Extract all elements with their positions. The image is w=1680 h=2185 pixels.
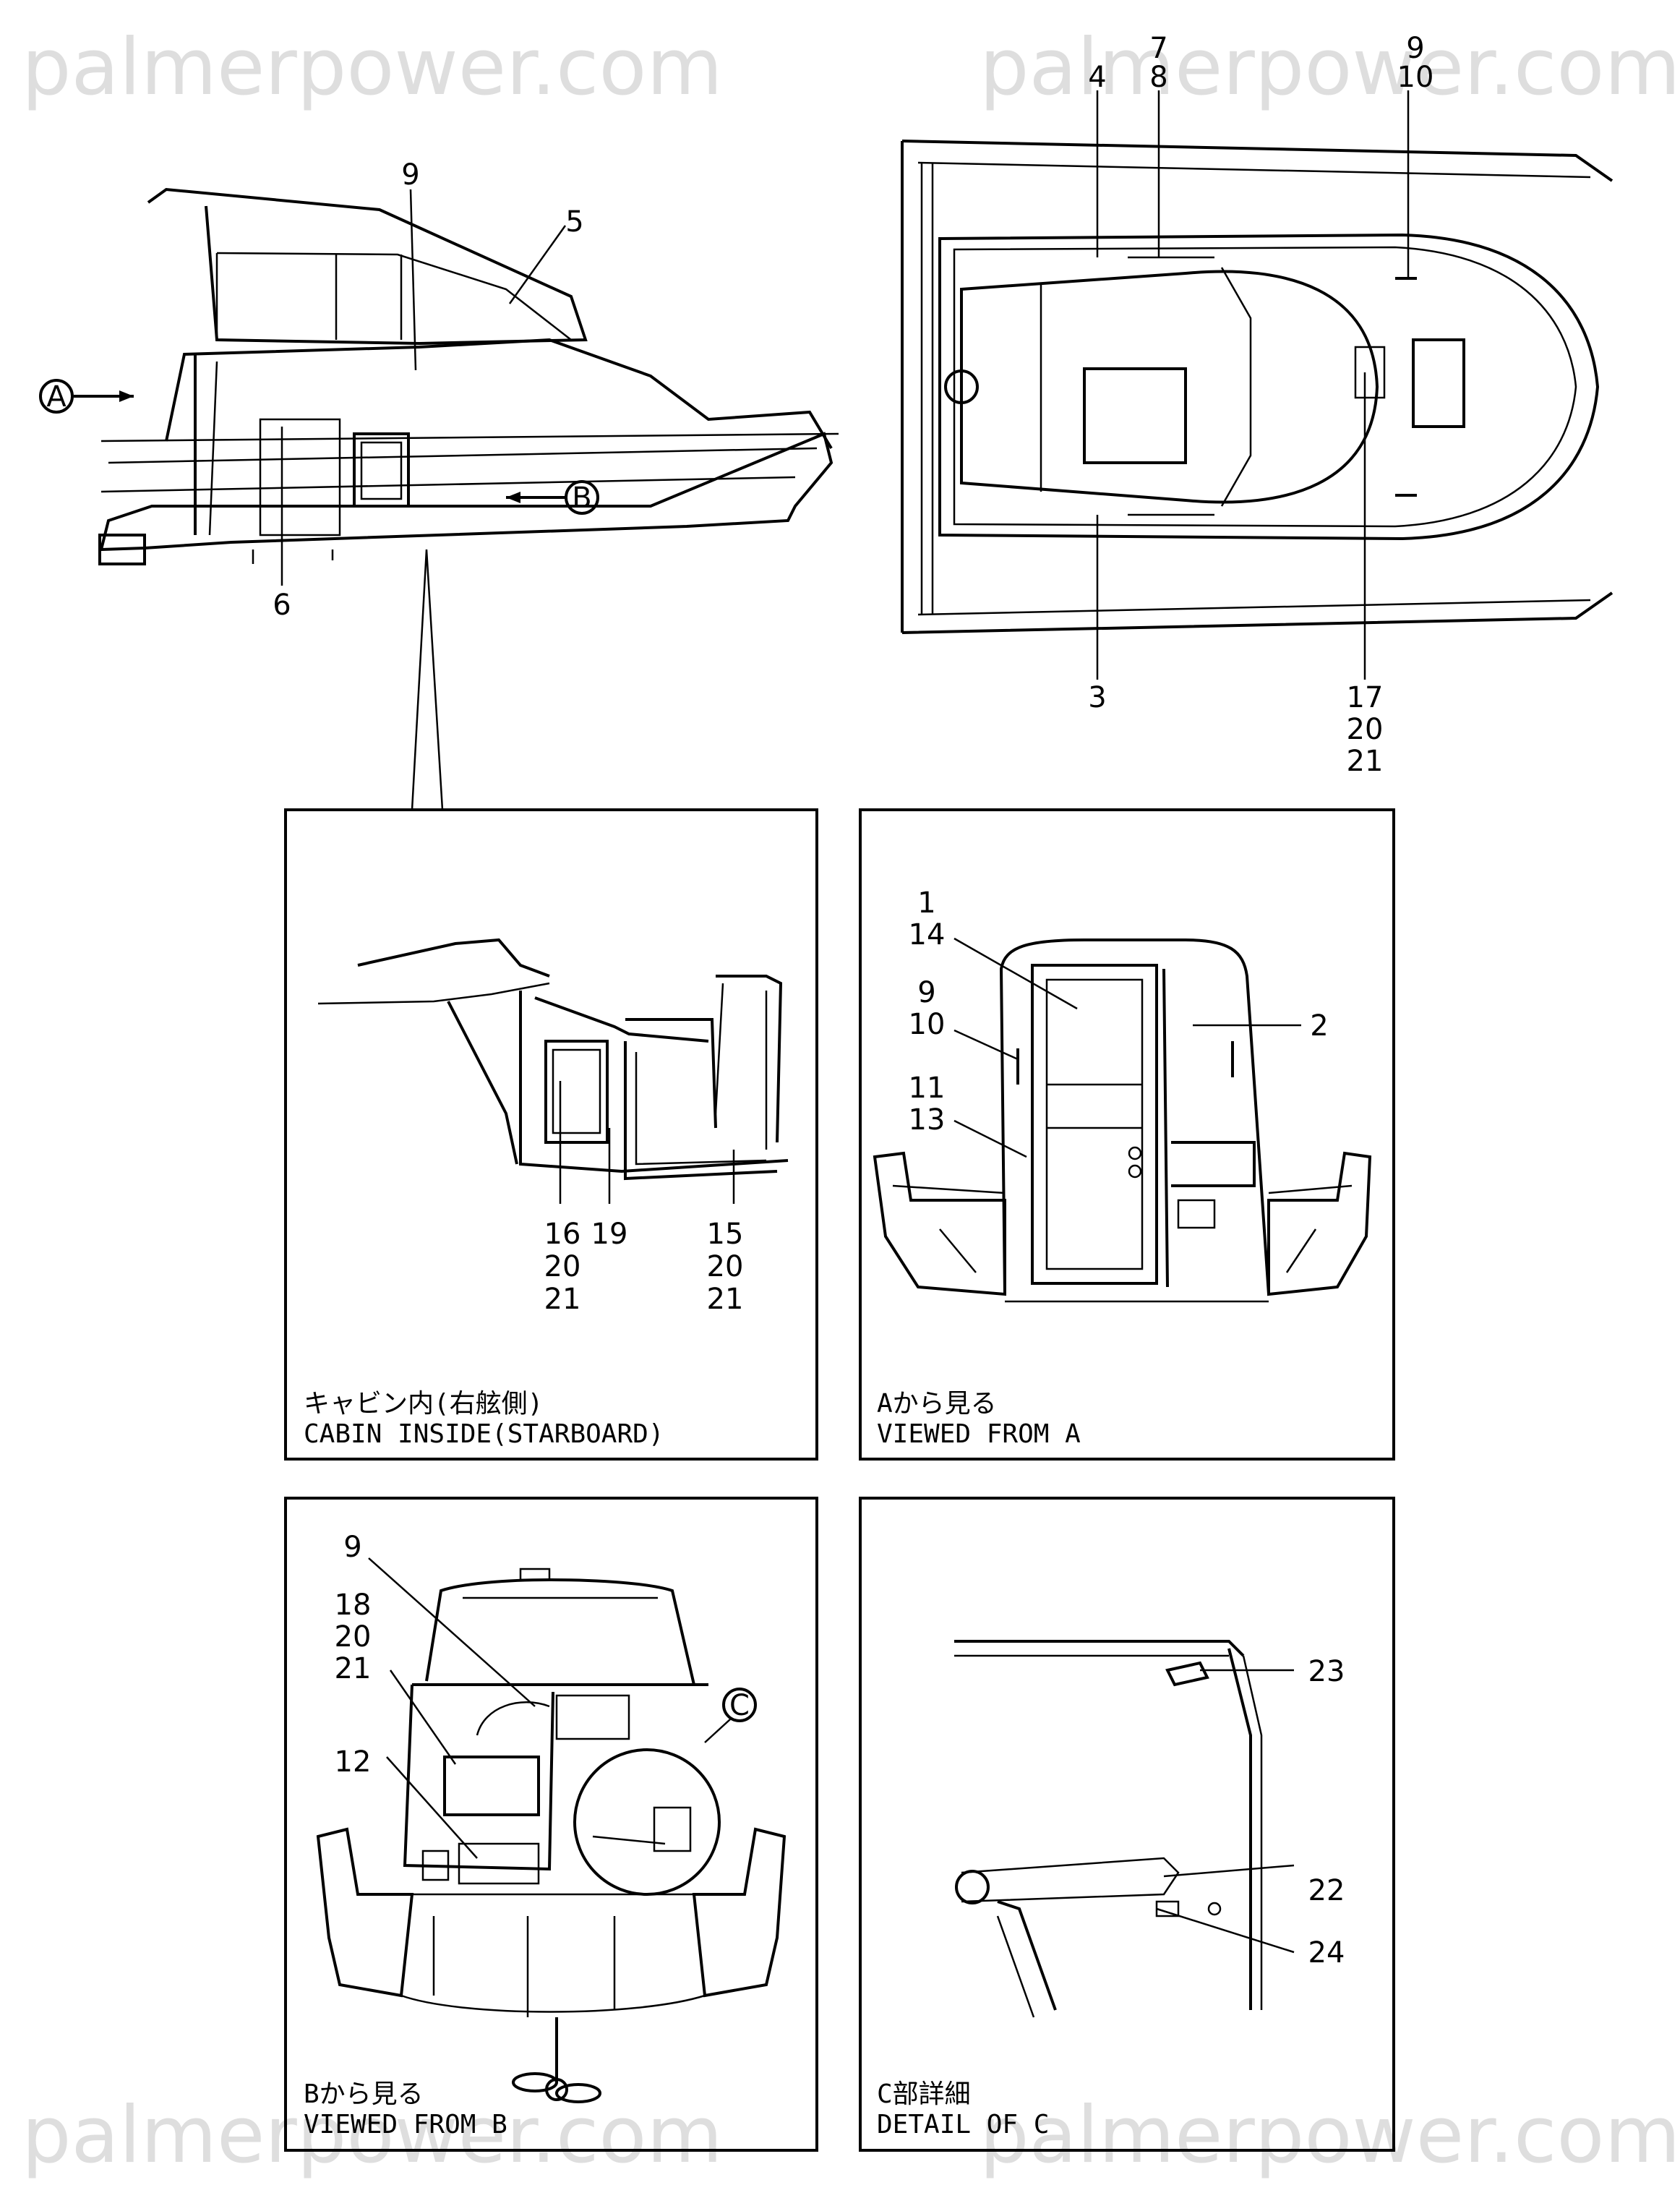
b-caption-en: VIEWED FROM B [304,2110,507,2139]
cabin-label-20a: 20 [544,1250,581,1283]
panel-cabin-frame [284,808,818,1461]
panel-b-frame [284,1497,818,2152]
b-label-21: 21 [335,1652,372,1685]
a-caption-jp: Aから見る [877,1389,997,1419]
marker-a-circle [39,379,74,414]
side-view-drawing: A B 9 5 6 [39,158,839,811]
watermark-bottom-left: palmerpower.com [22,2090,723,2181]
top-view-drawing: 4 7 8 9 10 3 17 20 21 [901,32,1613,778]
c-label-23: 23 [1308,1655,1345,1688]
c-label-24: 24 [1308,1936,1345,1970]
b-caption-jp: Bから見る [304,2079,424,2109]
panel-viewed-from-b: C 9 18 20 21 12 Bから見る VIEWED FROM B [284,1497,818,2152]
watermark-top-left: palmerpower.com [22,22,723,113]
a-caption-en: VIEWED FROM A [877,1419,1081,1449]
top-label-9: 9 [1406,32,1424,65]
watermark-top-right: palmerpower.com [980,22,1680,113]
marker-c-circle [722,1688,757,1722]
a-label-1: 1 [917,886,935,920]
c-label-22: 22 [1308,1874,1345,1907]
a-label-2: 2 [1310,1009,1328,1043]
marker-a: A [46,380,67,414]
b-label-12: 12 [335,1745,372,1779]
watermark-bottom-right: palmerpower.com [980,2090,1680,2181]
cabin-caption-jp: キャビン内(右舷側) [304,1389,543,1419]
cabin-label-21b: 21 [707,1283,744,1316]
a-label-13: 13 [909,1103,946,1137]
a-label-14: 14 [909,918,946,952]
cabin-label-21a: 21 [544,1283,581,1316]
cabin-label-19: 19 [591,1218,628,1251]
cabin-label-15: 15 [707,1218,744,1251]
side-label-6: 6 [273,589,291,622]
cabin-label-20b: 20 [707,1250,744,1283]
marker-c: C [729,1689,750,1722]
side-label-5: 5 [565,205,583,239]
panel-viewed-from-a: 1 14 9 10 11 13 2 Aから見る VIEWED FROM A [859,808,1395,1461]
panel-a-frame [859,808,1395,1461]
cabin-caption-en: CABIN INSIDE(STARBOARD) [304,1419,664,1449]
top-label-8: 8 [1149,61,1167,94]
c-caption-jp: C部詳細 [877,2079,971,2109]
top-label-17: 17 [1347,681,1384,714]
marker-b-circle [565,480,599,515]
b-label-9: 9 [343,1531,361,1564]
panel-c-frame [859,1497,1395,2152]
b-label-20: 20 [335,1620,372,1654]
b-label-18: 18 [335,1588,372,1622]
side-label-9: 9 [401,158,419,192]
a-label-10: 10 [909,1008,946,1041]
a-label-9: 9 [917,976,935,1009]
a-label-11: 11 [909,1072,946,1105]
panel-cabin-inside: 16 19 20 21 15 20 21 キャビン内(右舷側) CABIN IN… [284,808,818,1461]
top-label-21: 21 [1347,745,1384,778]
marker-b: B [572,482,591,515]
c-caption-en: DETAIL OF C [877,2110,1049,2139]
panel-detail-of-c: 23 22 24 C部詳細 DETAIL OF C [859,1497,1395,2152]
top-label-4: 4 [1088,61,1106,94]
top-label-3: 3 [1088,681,1106,714]
top-label-20: 20 [1347,713,1384,746]
top-label-10: 10 [1397,61,1434,94]
cabin-label-16: 16 [544,1218,581,1251]
top-label-7: 7 [1149,32,1167,65]
